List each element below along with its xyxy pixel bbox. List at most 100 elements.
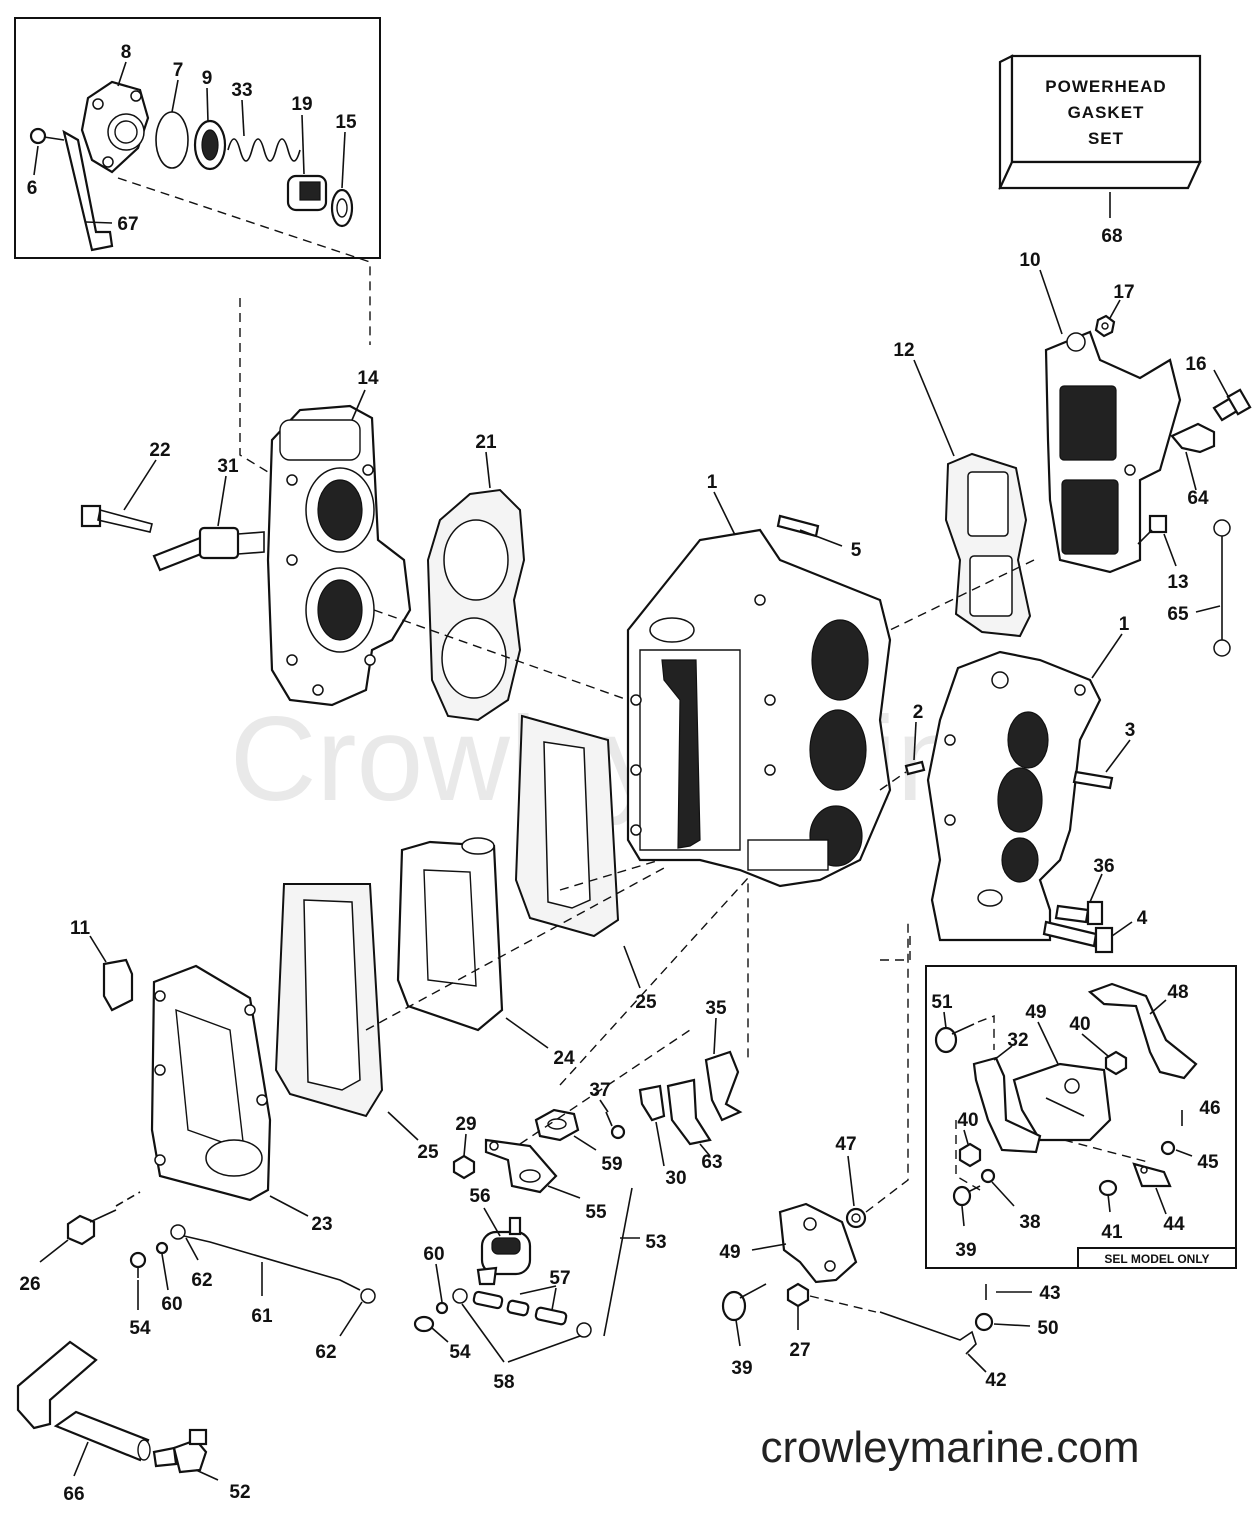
label-44: 44 [1163, 1214, 1185, 1235]
bracket-49-inset-part [1012, 1062, 1112, 1142]
label-48: 48 [1167, 982, 1188, 1003]
fitting-52-part [152, 1428, 208, 1474]
label-33: 33 [231, 80, 252, 101]
label-30: 30 [665, 1168, 686, 1189]
label-40-upper: 40 [1069, 1014, 1090, 1035]
cylinder-block-part [626, 528, 892, 888]
label-3: 3 [1125, 720, 1136, 741]
label-24: 24 [553, 1048, 575, 1069]
screw-41-part [1098, 1179, 1118, 1213]
bolt-part [29, 127, 65, 145]
label-53: 53 [645, 1232, 666, 1253]
spring-part [227, 138, 301, 162]
label-23: 23 [311, 1214, 332, 1235]
bolt-36-part [1054, 900, 1104, 926]
pin-2-part [904, 760, 926, 776]
label-22: 22 [149, 440, 170, 461]
label-10: 10 [1019, 250, 1040, 271]
bolt-13-part [1137, 514, 1168, 545]
label-5: 5 [851, 540, 862, 561]
label-42: 42 [985, 1370, 1006, 1391]
label-25-lower: 25 [417, 1142, 439, 1163]
label-59: 59 [601, 1154, 622, 1175]
powerhead-gasket-set-box: POWERHEAD GASKET SET [998, 54, 1202, 190]
lever-48-part [1087, 982, 1198, 1080]
label-16: 16 [1185, 354, 1206, 375]
label-39-inset: 39 [955, 1240, 976, 1261]
clamp-44-part [1132, 1162, 1172, 1188]
head-gasket-part [426, 488, 526, 722]
nut-59-part [534, 1108, 580, 1142]
label-49-inset: 49 [1025, 1002, 1046, 1023]
label-7: 7 [173, 60, 184, 81]
label-43: 43 [1039, 1283, 1060, 1304]
label-54-left: 54 [129, 1318, 151, 1339]
label-68: 68 [1101, 226, 1122, 247]
bolt-51-part [934, 1023, 975, 1054]
screw-29-part [452, 1154, 476, 1180]
label-1-top: 1 [707, 472, 718, 493]
bolt-39-lower-part [721, 1283, 767, 1322]
label-38: 38 [1019, 1212, 1040, 1233]
intake-manifold-part [1044, 330, 1182, 574]
nut-17-part [1094, 314, 1116, 338]
label-27: 27 [789, 1340, 810, 1361]
label-2: 2 [913, 702, 924, 723]
label-17: 17 [1113, 282, 1134, 303]
gasket-set-line1: POWERHEAD [1045, 77, 1166, 96]
intake-gasket-part [944, 452, 1032, 638]
bracket-part [62, 129, 114, 252]
crankcase-half-part [926, 650, 1102, 942]
label-60-right: 60 [423, 1244, 444, 1265]
label-6: 6 [27, 178, 38, 199]
label-8: 8 [121, 42, 132, 63]
label-36: 36 [1093, 856, 1114, 877]
exhaust-gasket-upper-part [514, 714, 620, 938]
label-40-lower: 40 [957, 1110, 978, 1131]
label-31: 31 [217, 456, 239, 477]
exhaust-cover-part [396, 837, 504, 1032]
switch-56-part [476, 1216, 532, 1286]
label-15: 15 [335, 112, 357, 133]
label-11: 11 [70, 918, 91, 939]
cable-61-part [170, 1224, 376, 1304]
washer-60-right-part [435, 1301, 449, 1315]
screw-54-left-part [129, 1251, 147, 1278]
label-62-left: 62 [191, 1270, 212, 1291]
washer-47-part [845, 1207, 867, 1229]
site-url: crowleymarine.com [761, 1423, 1140, 1472]
label-9: 9 [202, 68, 213, 89]
label-4: 4 [1137, 908, 1148, 929]
label-62-right: 62 [315, 1342, 336, 1363]
label-60-left: 60 [161, 1294, 182, 1315]
gasket-set-line3: SET [1088, 129, 1124, 148]
label-19: 19 [291, 94, 312, 115]
label-26: 26 [19, 1274, 40, 1295]
label-52: 52 [229, 1482, 250, 1503]
thermostat-part [286, 174, 328, 212]
washer-27-part [786, 1282, 810, 1308]
washer-45-part [1160, 1140, 1176, 1156]
label-47: 47 [835, 1134, 856, 1155]
label-51: 51 [931, 992, 953, 1013]
head-bolt-part [80, 504, 153, 533]
label-57: 57 [549, 1268, 570, 1289]
link-65-part [1213, 519, 1231, 657]
dowel-pin-top-part [776, 514, 820, 538]
bolt-4-part [1042, 920, 1114, 954]
clip-30-part [638, 1084, 666, 1122]
label-61: 61 [251, 1306, 273, 1327]
bracket-55-part [484, 1138, 558, 1194]
label-25-upper: 25 [635, 992, 657, 1013]
nut-40-upper-part [1104, 1050, 1128, 1076]
link-32-part [972, 1056, 1042, 1154]
sel-model-note: SEL MODEL ONLY [1104, 1252, 1209, 1266]
clip-64-part [1170, 422, 1216, 454]
washer-60-left-part [155, 1241, 169, 1255]
spark-plug-part [152, 526, 265, 572]
screw-54-right-part [413, 1315, 435, 1333]
link-57-part [452, 1288, 592, 1338]
label-39-lower: 39 [731, 1358, 752, 1379]
label-32: 32 [1007, 1030, 1028, 1051]
